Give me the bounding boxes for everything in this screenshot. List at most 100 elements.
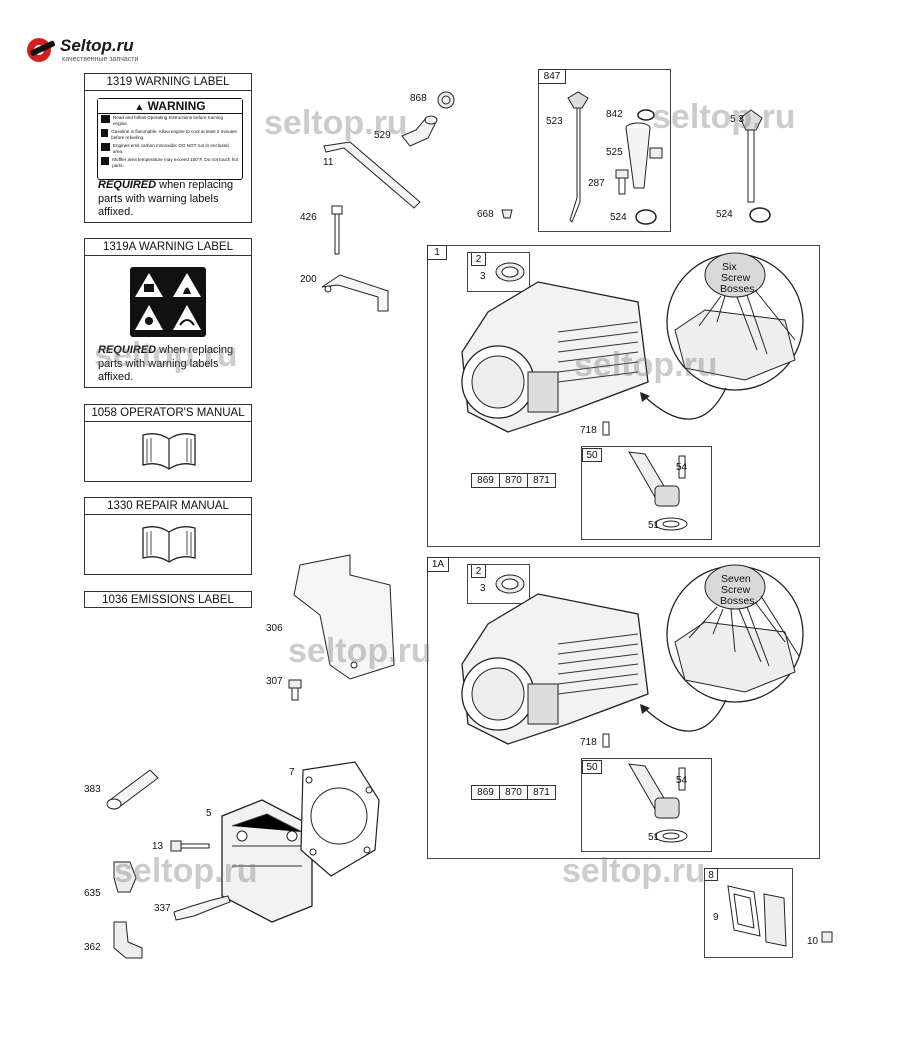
part-287[interactable]: 287 [588,178,605,189]
part-362[interactable]: 362 [84,942,101,953]
required-bold: REQUIRED [98,344,157,356]
head-gasket-7-drawing [300,761,380,877]
pin-718[interactable]: 718 [580,737,597,748]
part-383[interactable]: 383 [84,784,101,795]
required-text: when replacing parts with warning labels… [98,344,234,383]
block-1a-id[interactable]: 1A [427,557,449,572]
sticker-line: Gasoline is flammable. Allow engine to c… [111,129,237,140]
part-868[interactable]: 868 [410,93,427,104]
gasket-kit-8 [704,868,793,958]
kit-847-id[interactable]: 847 [538,69,566,84]
bubble-word-1: Seven [721,573,751,585]
part-13[interactable]: 13 [152,841,164,852]
oring-524b-drawing [749,207,771,223]
required-note: REQUIRED when replacing parts with warni… [98,344,248,385]
shield-306-drawing [293,554,395,680]
bolt-426-drawing [331,205,343,255]
seven-screw-bosses-callout [666,564,804,703]
kit-screw-54[interactable]: 54 [676,462,688,473]
part-869[interactable]: 869 [471,785,500,800]
repair-manual-1330: 1330 REPAIR MANUAL [84,497,252,575]
part-9[interactable]: 9 [713,912,719,923]
part-870[interactable]: 870 [499,785,528,800]
screw-307-drawing [288,679,302,701]
seal-drawing [495,262,525,282]
part-842[interactable]: 842 [606,109,623,120]
logo-icon [27,38,56,62]
sticker-line: Engines emit carbon monoxide. DO NOT run… [112,143,229,154]
warning-pictogram-icon [130,267,206,337]
part-871[interactable]: 871 [527,785,556,800]
kit-screw-54[interactable]: 54 [676,775,688,786]
seal-part[interactable]: 3 [480,583,486,594]
sticker-line: Read and follow Operating Instructions b… [112,115,224,126]
kit-gasket-51[interactable]: 51 [648,832,660,843]
screw-287-drawing [615,169,629,195]
required-text: when replacing parts with warning labels… [98,179,234,218]
bolt-13-drawing [170,840,210,852]
part-5-3[interactable]: 5 3 [730,114,744,125]
part-525[interactable]: 525 [606,147,623,158]
kit-8-id[interactable]: 8 [704,868,718,881]
bubble-word-3: Bosses [720,595,755,607]
pin-718[interactable]: 718 [580,425,597,436]
warning-heading: WARNING [147,99,206,113]
part-524b[interactable]: 524 [716,209,733,220]
part-11[interactable]: 11 [323,157,334,168]
elbow-529-drawing [401,115,438,147]
warning-label-1319: 1319 WARNING LABEL ▲ WARNING Read and fo… [84,73,252,223]
spark-plug-337-drawing [173,895,231,921]
part-871[interactable]: 871 [527,473,556,488]
dipstick-kit-847 [538,69,671,232]
required-bold: REQUIRED [98,179,157,191]
part-5[interactable]: 5 [206,808,212,819]
seal-box-id[interactable]: 2 [471,252,486,266]
part-869[interactable]: 869 [471,473,500,488]
brand-tagline: качественные запчасти [62,56,139,63]
part-426[interactable]: 426 [300,212,317,223]
watermark: seltop.ru [652,98,796,136]
seal-part[interactable]: 3 [480,271,486,282]
part-7[interactable]: 7 [289,767,295,778]
warning-sticker: ▲ WARNING Read and follow Operating Inst… [97,98,243,180]
block-1-id[interactable]: 1 [427,245,447,260]
part-635[interactable]: 635 [84,888,101,899]
callout-arrow [640,387,727,420]
part-529[interactable]: 529 [374,130,391,141]
seal-box [467,564,530,604]
oring-842-drawing [637,109,655,121]
label-title: 1036 EMISSIONS LABEL [102,594,234,606]
head-5-drawing [221,799,313,923]
brand-logo[interactable]: Seltop.ru качественные запчасти [22,36,162,70]
brand-name: Seltop.ru [60,36,134,55]
warning-triangle-icon: ▲ [134,102,145,113]
hot-surface-icon [101,157,110,165]
part-523[interactable]: 523 [546,116,563,127]
part-337[interactable]: 337 [154,903,171,914]
seal-box-id[interactable]: 2 [471,564,486,578]
breather-kit-50 [581,758,712,852]
gasket-9-drawing [727,885,761,937]
kit-gasket-51[interactable]: 51 [648,520,660,531]
part-200[interactable]: 200 [300,274,317,285]
dipstick-5-drawing [739,109,763,203]
part-668[interactable]: 668 [477,209,494,220]
plug-668-drawing [501,209,513,219]
engine-block-drawing [461,593,649,745]
six-screw-bosses-callout [666,252,804,391]
manual-icon [101,115,110,123]
part-524[interactable]: 524 [610,212,627,223]
warning-label-1319a: 1319A WARNING LABEL REQUIRED when replac… [84,238,252,388]
part-870[interactable]: 870 [499,473,528,488]
part-10[interactable]: 10 [807,936,819,947]
block-assembly-1a [427,557,820,859]
block-assembly-1 [427,245,820,547]
kit-50-id[interactable]: 50 [582,448,602,462]
kit-50-id[interactable]: 50 [582,760,602,774]
part-307[interactable]: 307 [266,676,283,687]
part-306[interactable]: 306 [266,623,283,634]
seal-box [467,252,530,292]
engine-block-drawing [461,281,649,433]
bubble-word-1: Six [722,261,737,273]
dipstick-523-drawing [567,91,589,223]
